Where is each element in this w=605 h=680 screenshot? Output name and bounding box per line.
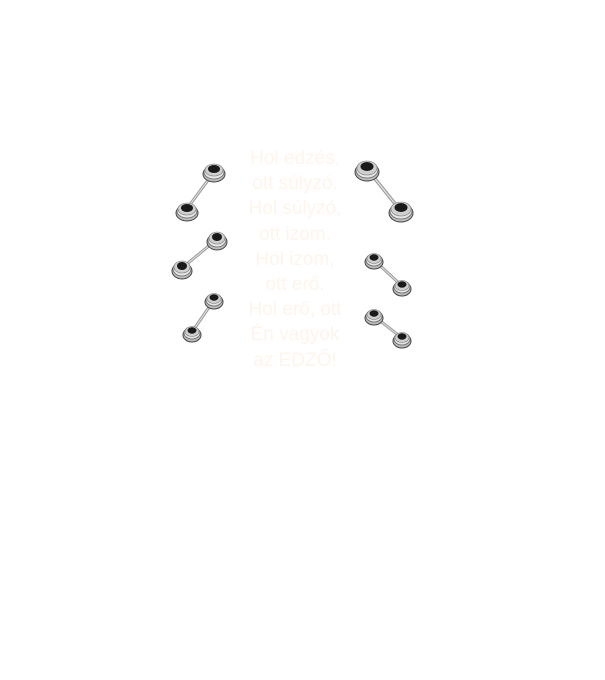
poem-line-2: ott súlyzó. [252,173,338,195]
barbell-icon [364,309,412,349]
barbell-icon [175,163,226,222]
poem-line-7: Hol erő, ott [248,299,342,321]
barbell-icon [171,231,228,280]
poem-line-8: Én vagyok [250,324,340,346]
barbell-icon [364,253,412,297]
poem-line-1: Hol edzés, [250,148,340,169]
barbell-icon [354,160,414,223]
poem-line-4: ott izom. [259,223,331,245]
poem-line-9: az EDZŐ! [253,349,337,371]
poem-line-6: ott erő. [265,274,325,296]
poem-line-5: Hol izom, [255,248,335,270]
barbell-icon [182,293,224,343]
motivational-poem: Hol edzés, ott súlyzó. Hol súlyzó, ott i… [230,146,360,373]
poem-line-3: Hol súlyzó, [248,198,342,220]
